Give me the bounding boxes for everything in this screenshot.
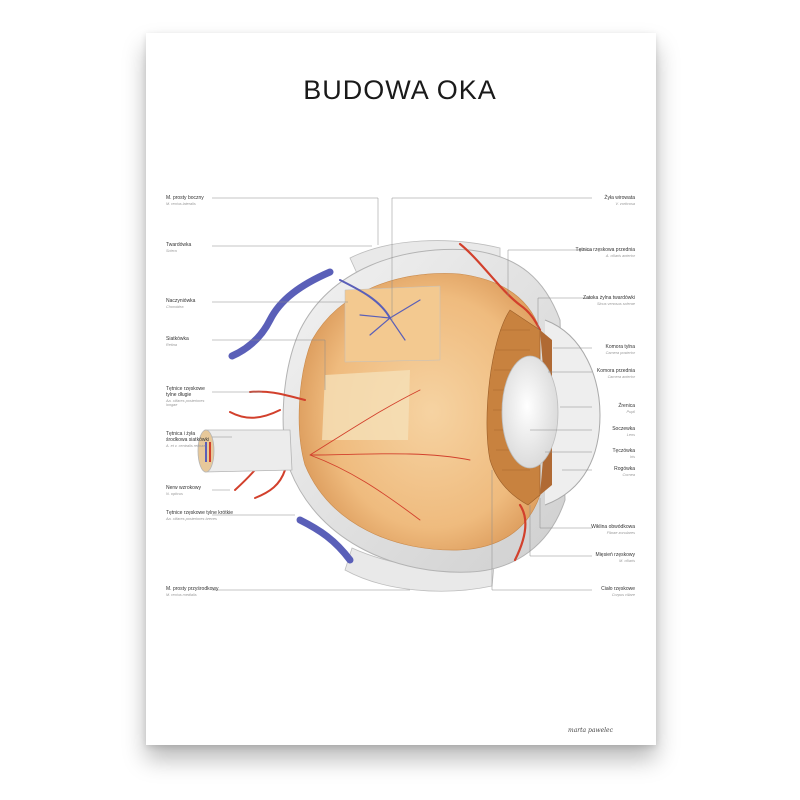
leader-lines — [212, 197, 592, 591]
arteries — [229, 242, 542, 562]
signature: marta pawelec — [568, 727, 613, 734]
page-title: BUDOWA OKA — [303, 75, 497, 105]
optic-nerve — [197, 429, 293, 473]
choroid-window — [344, 285, 441, 363]
lens — [501, 355, 559, 469]
vortex-vein — [228, 268, 421, 564]
cornea — [544, 319, 601, 506]
retina-window — [322, 370, 410, 440]
